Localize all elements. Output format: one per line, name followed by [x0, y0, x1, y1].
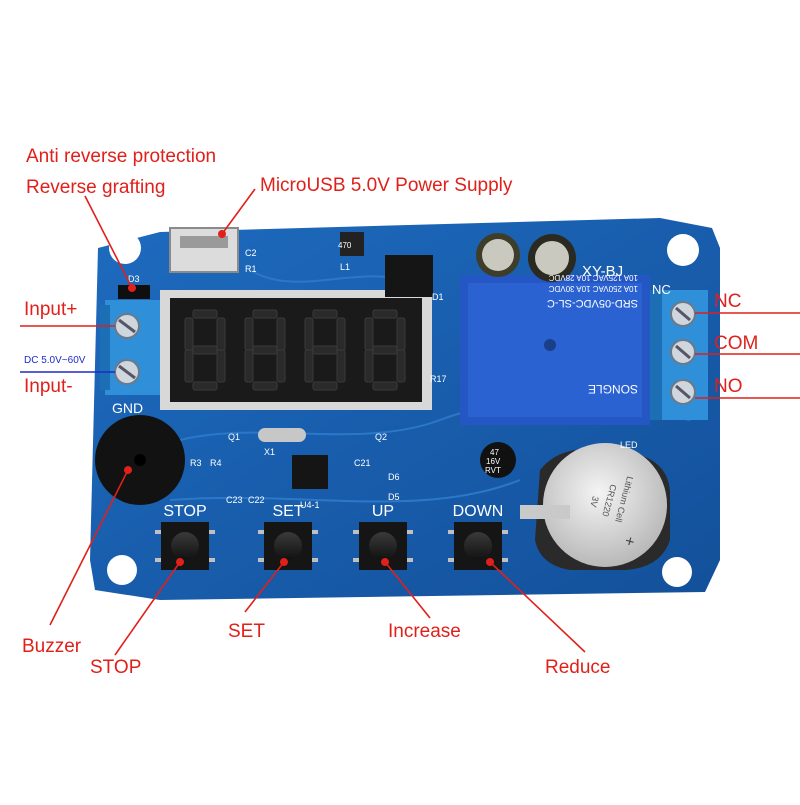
- seven-segment-display: [160, 290, 432, 410]
- button-row: STOP SET UP DOWN: [155, 503, 508, 570]
- label-increase: Increase: [388, 621, 461, 642]
- silk-led: LED: [620, 440, 638, 450]
- button-silk-label: UP: [372, 503, 394, 520]
- nc-silk-label: NC: [652, 282, 671, 297]
- silk-q1: Q1: [228, 432, 240, 442]
- label-buzzer: Buzzer: [22, 636, 82, 657]
- silk-u4-1: U4-1: [300, 500, 320, 510]
- silk-c2: C2: [245, 248, 257, 258]
- label-com: COM: [714, 333, 759, 354]
- silk-d6: D6: [388, 472, 400, 482]
- label-input-plus: Input+: [24, 299, 78, 320]
- svg-text:SONGLE: SONGLE: [588, 382, 638, 396]
- button-silk-label: SET: [272, 503, 303, 520]
- label-reduce: Reduce: [545, 657, 611, 678]
- gnd-label: GND: [112, 400, 143, 416]
- label-anti-reverse: Anti reverse protection: [26, 146, 217, 167]
- display-digit: [244, 309, 286, 391]
- relay-markings: SRD-05VDC-SL-C 10A 250VAC 10A 30VDC 10A …: [547, 273, 638, 396]
- label-nc: NC: [714, 291, 742, 312]
- mounting-hole: [109, 232, 141, 264]
- mounting-hole: [107, 555, 137, 585]
- model-label: XY-BJ: [582, 263, 623, 280]
- inductor: [340, 232, 364, 256]
- label-set: SET: [228, 621, 265, 642]
- capacitor-pair: [476, 233, 576, 282]
- label-stop: STOP: [90, 657, 142, 678]
- silk-d3: D3: [128, 274, 140, 284]
- crystal: [258, 428, 306, 442]
- buzzer-component: [95, 415, 185, 505]
- button-silk-label: DOWN: [453, 503, 504, 520]
- silk-r1: R1: [245, 264, 257, 274]
- display-digit: [184, 309, 226, 391]
- silk-d1: D1: [432, 292, 444, 302]
- label-reverse-grafting: Reverse grafting: [26, 177, 166, 198]
- silk-r3: R3: [190, 458, 202, 468]
- leader-lines: [20, 188, 800, 656]
- silk-l1: L1: [340, 262, 350, 272]
- tactile-button-stop[interactable]: STOP: [155, 503, 215, 570]
- button-silk-label: STOP: [163, 503, 206, 520]
- tactile-button-down[interactable]: DOWN: [448, 503, 508, 570]
- output-terminal-block: [650, 290, 708, 420]
- ic-chip: [385, 255, 433, 297]
- inductor-label: 470: [338, 241, 352, 250]
- battery-holder: [520, 443, 670, 570]
- silk-r17: R17: [430, 374, 447, 384]
- silk-c23: C23: [226, 495, 243, 505]
- display-digit: [364, 309, 406, 391]
- microusb-connector: [169, 227, 239, 273]
- small-capacitor: [480, 442, 516, 478]
- input-terminal-block: [100, 300, 160, 395]
- svg-text:RVT: RVT: [485, 466, 501, 475]
- silk-r4: R4: [210, 458, 222, 468]
- silk-c22: C22: [248, 495, 265, 505]
- svg-text:10A 250VAC 10A 30VDC: 10A 250VAC 10A 30VDC: [549, 284, 638, 293]
- mounting-hole: [667, 234, 699, 266]
- ic-chip: [292, 455, 328, 489]
- svg-text:16V: 16V: [486, 457, 501, 466]
- silk-c21: C21: [354, 458, 371, 468]
- silk-d5: D5: [388, 492, 400, 502]
- cap-markings: 47 16V RVT: [485, 448, 501, 475]
- svg-text:SRD-05VDC-SL-C: SRD-05VDC-SL-C: [547, 297, 638, 309]
- silk-q2: Q2: [375, 432, 387, 442]
- label-microusb: MicroUSB 5.0V Power Supply: [260, 175, 513, 196]
- label-dc-range: DC 5.0V~60V: [24, 355, 86, 366]
- svg-text:47: 47: [490, 448, 499, 457]
- label-no: NO: [714, 376, 743, 397]
- silk-x1: X1: [264, 447, 275, 457]
- relay: [460, 275, 650, 425]
- svg-text:3V: 3V: [588, 495, 601, 508]
- label-input-minus: Input-: [24, 376, 73, 397]
- tactile-button-set[interactable]: SET: [258, 503, 318, 570]
- mounting-hole: [662, 557, 692, 587]
- svg-text:10A 125VAC 10A 28VDC: 10A 125VAC 10A 28VDC: [549, 273, 638, 282]
- display-digit: [304, 309, 346, 391]
- diode-d3: [118, 285, 150, 299]
- svg-text:+: +: [620, 534, 639, 547]
